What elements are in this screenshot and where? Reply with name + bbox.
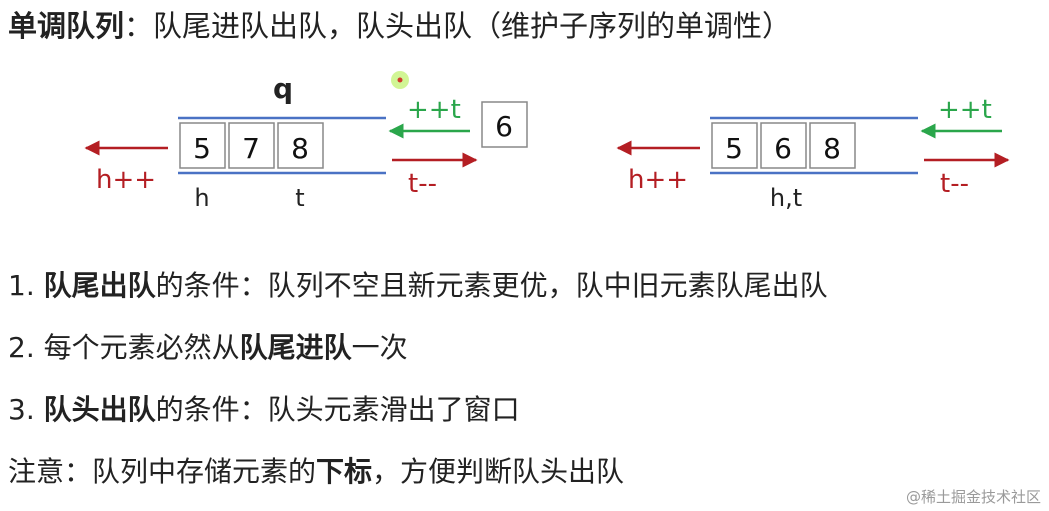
tail-in-label: ++t xyxy=(938,95,992,125)
cell-value: 8 xyxy=(823,132,841,165)
note-prefix: 1. xyxy=(8,269,44,302)
cell-value: 7 xyxy=(242,132,260,165)
watermark: @稀土掘金技术社区 xyxy=(905,488,1041,506)
note-item: 2. 每个元素必然从队尾进队一次 xyxy=(8,324,828,386)
cell-value: 6 xyxy=(774,132,792,165)
incoming-element: 6 xyxy=(481,101,528,148)
queue-cell: 5 xyxy=(711,122,758,169)
cursor-dot xyxy=(391,71,409,89)
cell-value: 8 xyxy=(291,132,309,165)
head-move-label: h++ xyxy=(96,165,156,195)
head-pointer: h xyxy=(194,184,209,212)
tail-pointer: t xyxy=(295,184,304,212)
note-item: 注意：队列中存储元素的下标，方便判断队头出队 xyxy=(8,448,828,510)
right-queue: 5 6 8 h++ ++t t-- h,t xyxy=(616,95,1010,212)
queue-cell: 6 xyxy=(760,122,807,169)
note-rest: 一次 xyxy=(351,331,408,364)
cell-value: 5 xyxy=(193,132,211,165)
title-rest: ：队尾进队出队，队头出队（维护子序列的单调性） xyxy=(124,9,792,43)
note-rest: 的条件：队列不空且新元素更优，队中旧元素队尾出队 xyxy=(155,269,828,302)
tail-in-label: ++t xyxy=(407,95,461,125)
note-rest: 的条件：队头元素滑出了窗口 xyxy=(155,393,520,426)
queue-label: q xyxy=(273,72,293,105)
note-item: 1. 队尾出队的条件：队列不空且新元素更优，队中旧元素队尾出队 xyxy=(8,262,828,324)
left-queue: q 5 7 8 h++ ++t t-- 6 h t xyxy=(84,71,528,212)
queue-cell: 5 xyxy=(179,122,226,169)
title-bold: 单调队列 xyxy=(8,9,125,43)
note-item: 3. 队头出队的条件：队头元素滑出了窗口 xyxy=(8,386,828,448)
queue-cell: 8 xyxy=(277,122,324,169)
note-prefix: 3. xyxy=(8,393,44,426)
tail-out-label: t-- xyxy=(940,169,969,199)
head-tail-pointer: h,t xyxy=(770,184,802,212)
monotonic-queue-diagram: q 5 7 8 h++ ++t t-- 6 h t xyxy=(84,71,1010,212)
note-bold: 队尾出队 xyxy=(43,269,156,302)
cell-value: 5 xyxy=(725,132,743,165)
note-bold: 队头出队 xyxy=(43,393,156,426)
note-bold: 下标 xyxy=(316,455,373,488)
incoming-value: 6 xyxy=(495,110,513,143)
note-prefix: 2. 每个元素必然从 xyxy=(8,331,240,364)
queue-cell: 7 xyxy=(228,122,275,169)
queue-cell: 8 xyxy=(809,122,856,169)
note-prefix: 注意：队列中存储元素的 xyxy=(8,455,317,488)
head-move-label: h++ xyxy=(628,165,688,195)
note-rest: ，方便判断队头出队 xyxy=(372,455,625,488)
tail-out-label: t-- xyxy=(408,169,437,199)
note-bold: 队尾进队 xyxy=(239,331,352,364)
notes-list: 1. 队尾出队的条件：队列不空且新元素更优，队中旧元素队尾出队 2. 每个元素必… xyxy=(8,262,828,510)
page-title: 单调队列：队尾进队出队，队头出队（维护子序列的单调性） xyxy=(8,4,791,48)
